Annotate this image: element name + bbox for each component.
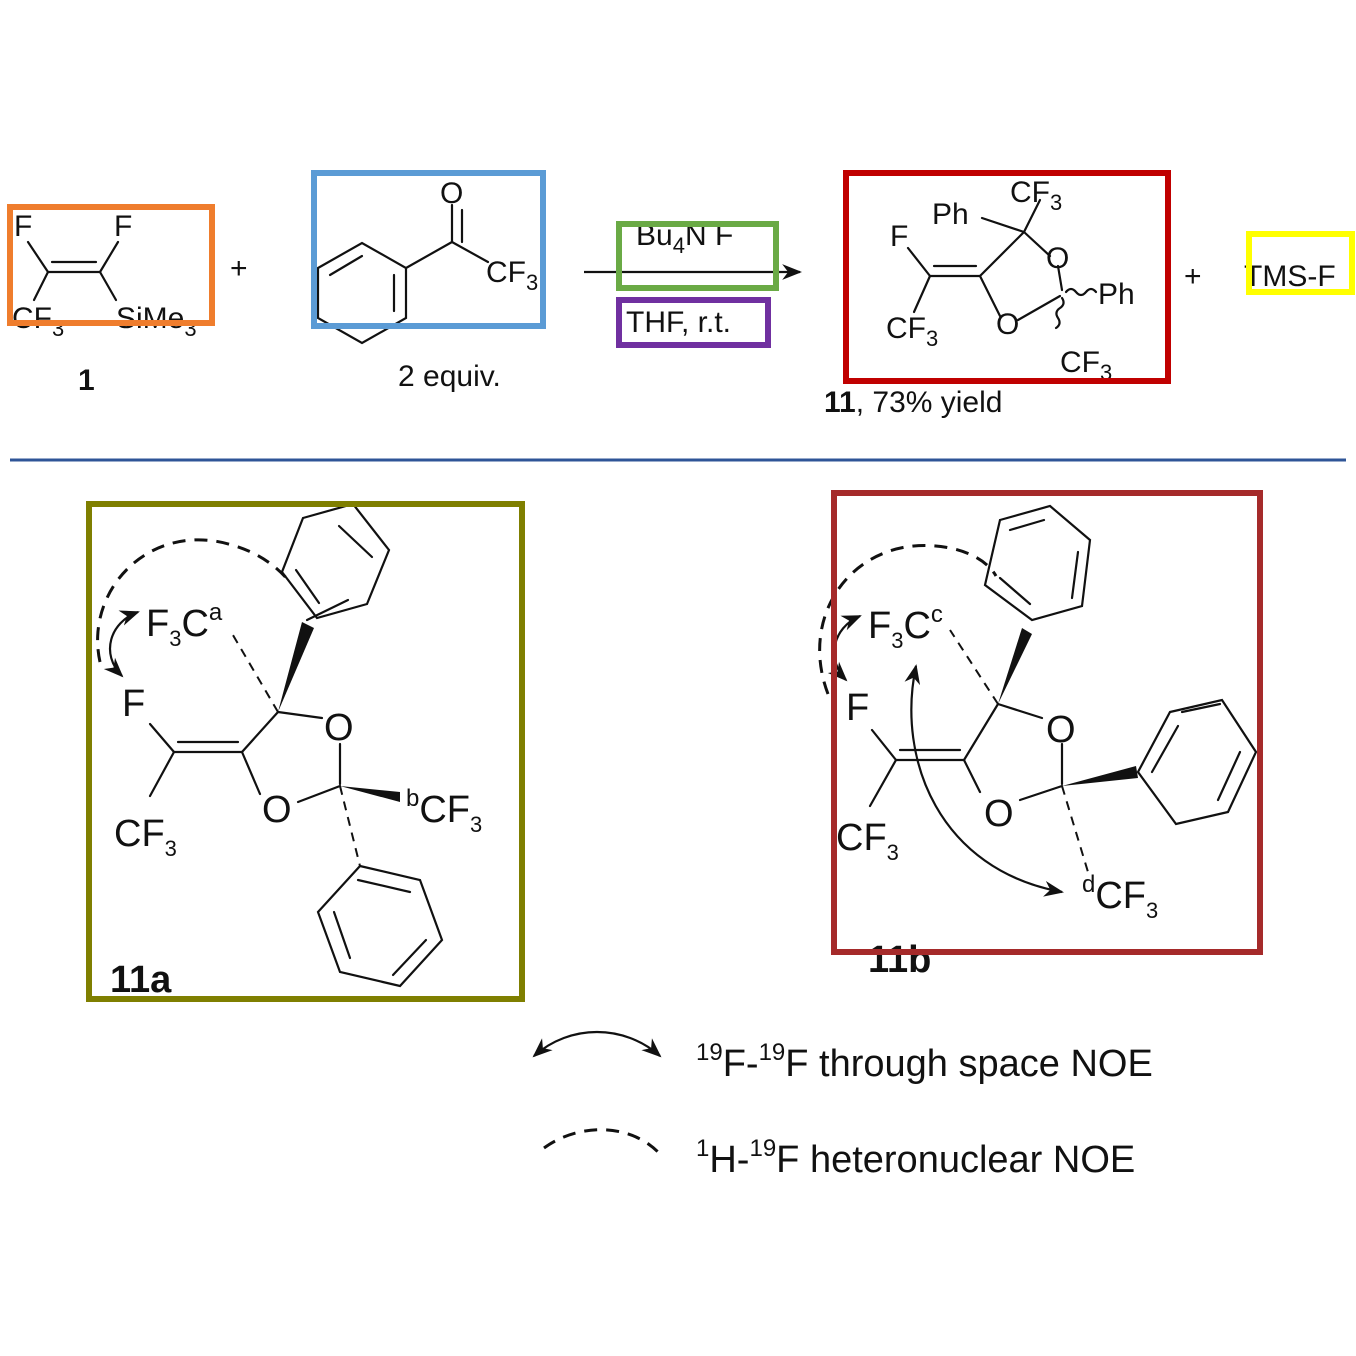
- 11b-ff-noe-arrow: [827, 614, 862, 682]
- highlight-box-product: [843, 170, 1171, 384]
- legend-ff-noe-label: 19F-19F through space NOE: [696, 1039, 1153, 1085]
- highlight-box-solvent: [616, 297, 771, 348]
- f3c-a-label: F3Ca: [146, 599, 223, 651]
- equiv-label: 2 equiv.: [398, 360, 501, 393]
- 11a-hf-noe-curve: [96, 538, 290, 663]
- product-ph-right: Ph: [1098, 278, 1135, 311]
- legend: 19F-19F through space NOE 1H-19F heteron…: [532, 1031, 1153, 1181]
- isomer-a-o-bottom: O: [262, 789, 292, 831]
- product-o-bottom: O: [996, 308, 1019, 341]
- isomer-b-cf3-left: CF3: [836, 817, 899, 865]
- highlight-box-byproduct: [1246, 231, 1355, 295]
- legend-hf-noe-dash: [543, 1128, 660, 1154]
- isomer-11b-label: 11b: [868, 939, 931, 981]
- isomer-b-f: F: [846, 687, 869, 729]
- product-f: F: [890, 220, 908, 253]
- highlight-box-isomer-11b: [831, 490, 1263, 955]
- reactant-2-structure: O CF3 2 equiv.: [316, 177, 538, 393]
- reactant-1-structure: F F CF3 SiMe3 1: [12, 210, 197, 397]
- isomer-a-f: F: [122, 683, 145, 725]
- highlight-box-isomer-11a: [86, 501, 525, 1002]
- cf3-b-label: bCF3: [406, 785, 482, 837]
- 11b-ff-noe-long-arrow: [904, 664, 1064, 897]
- product-cf3-left: CF3: [886, 312, 938, 351]
- isomer-11b-structure: F3Cc F O O CF3 dCF3 11b: [818, 504, 1258, 981]
- product-o-top: O: [1046, 242, 1069, 275]
- isomer-11a-structure: F3Ca F O O bCF3 CF3 11a: [96, 502, 482, 1001]
- solvent-label: THF, r.t.: [626, 306, 731, 339]
- isomer-11a-label: 11a: [110, 959, 172, 1001]
- 11b-hf-noe-curve: [818, 544, 998, 695]
- product-11-label: 11, 73% yield: [824, 386, 1002, 419]
- isomer-b-o-top: O: [1046, 709, 1076, 751]
- highlight-box-reagent: [616, 221, 779, 291]
- reactant-1-label: 1: [78, 364, 95, 397]
- reactant-1-f-left: F: [14, 210, 32, 243]
- ketone-oxygen: O: [440, 177, 463, 210]
- cf3-d-label: dCF3: [1082, 871, 1158, 923]
- product-11-structure: CF3 Ph F O Ph CF3 O CF3 11, 73% yield: [824, 176, 1135, 419]
- reactant-2-cf3: CF3: [486, 256, 538, 295]
- 11a-ff-noe-arrow: [103, 610, 140, 678]
- plus-sign-1: +: [230, 252, 248, 285]
- legend-ff-noe-arrow: [532, 1031, 662, 1058]
- plus-sign-2: +: [1184, 260, 1202, 293]
- isomer-a-o-top: O: [324, 707, 354, 749]
- legend-hf-noe-label: 1H-19F heteronuclear NOE: [696, 1135, 1135, 1181]
- highlight-box-reactant-1: [7, 204, 215, 326]
- reactant-1-f-right: F: [114, 210, 132, 243]
- f3c-c-label: F3Cc: [868, 601, 943, 653]
- product-ph-top: Ph: [932, 198, 969, 231]
- isomer-a-cf3-left: CF3: [114, 813, 177, 861]
- product-cf3-top: CF3: [1010, 176, 1062, 215]
- isomer-b-o-bottom: O: [984, 793, 1014, 835]
- byproduct-label: TMS-F: [1244, 260, 1336, 293]
- highlight-box-reactant-2: [311, 170, 546, 329]
